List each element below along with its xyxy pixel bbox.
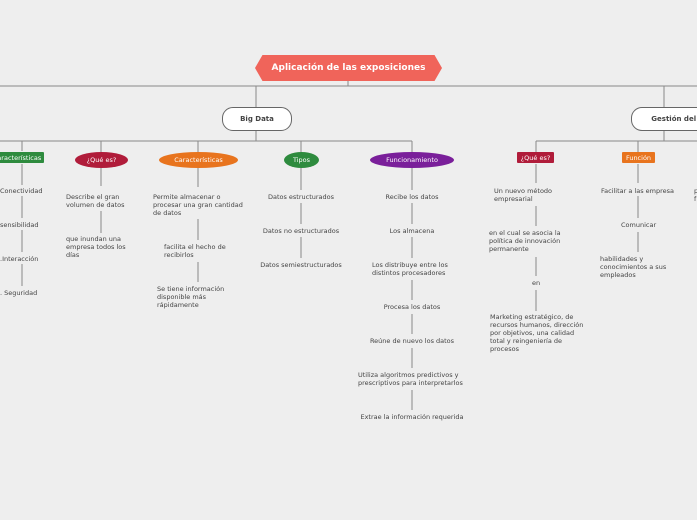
topic[interactable]: Datos estructurados bbox=[267, 193, 335, 201]
root-label: Aplicación de las exposiciones bbox=[271, 63, 426, 73]
topic[interactable]: Marketing estratégico, de recursos human… bbox=[490, 313, 584, 353]
topic[interactable]: Extrae la información requerida bbox=[360, 413, 464, 421]
topic[interactable]: Facilitar a las empresa bbox=[601, 187, 675, 195]
big-data-label: Big Data bbox=[240, 115, 274, 123]
topic[interactable]: Utiliza algoritmos predictivos y prescri… bbox=[358, 371, 463, 387]
topic[interactable]: Comunicar bbox=[621, 221, 657, 229]
node-label: Función bbox=[625, 153, 652, 162]
node-label: Características bbox=[174, 156, 223, 164]
funcion-node[interactable]: Función bbox=[622, 152, 655, 163]
gestion-que-es-node[interactable]: ¿Qué es? bbox=[517, 152, 554, 163]
node-label: ¿Qué es? bbox=[86, 156, 117, 164]
topic[interactable]: en bbox=[532, 279, 541, 287]
topic[interactable]: que inundan una empresa todos los días bbox=[66, 235, 126, 259]
topic[interactable]: Recibe los datos bbox=[385, 193, 439, 201]
topic[interactable]: Se tiene información disponible más rápi… bbox=[157, 285, 225, 309]
caracteristicas-node[interactable]: Características bbox=[159, 152, 238, 168]
topic[interactable]: Procesa los datos bbox=[383, 303, 441, 311]
topic[interactable]: Reúne de nuevo los datos bbox=[369, 337, 455, 345]
tipos-node[interactable]: Tipos bbox=[284, 152, 319, 168]
topic[interactable]: en el cual se asocia la política de inno… bbox=[489, 229, 561, 253]
topic-partial[interactable]: p f bbox=[694, 187, 697, 203]
gestion-node[interactable]: Gestión del c bbox=[631, 107, 697, 131]
topic[interactable]: Los distribuye entre los distintos proce… bbox=[372, 261, 448, 277]
gestion-label: Gestión del c bbox=[651, 115, 697, 123]
que-es-node[interactable]: ¿Qué es? bbox=[75, 152, 128, 168]
root-node[interactable]: Aplicación de las exposiciones bbox=[255, 55, 442, 81]
topic[interactable]: Permite almacenar o procesar una gran ca… bbox=[153, 193, 243, 217]
topic[interactable]: . Seguridad bbox=[0, 289, 38, 297]
node-label: Funcionamiento bbox=[386, 156, 438, 164]
topic[interactable]: Conectividad bbox=[0, 187, 43, 195]
topic[interactable]: Los almacena bbox=[389, 227, 435, 235]
node-label: Tipos bbox=[292, 156, 311, 164]
topic[interactable]: habilidades y conocimientos a sus emplea… bbox=[600, 255, 667, 279]
topic[interactable]: Un nuevo método empresarial bbox=[494, 187, 553, 203]
topic[interactable]: Describe el gran volumen de datos bbox=[66, 193, 125, 209]
topic[interactable]: Datos semiestructurados bbox=[260, 261, 342, 269]
big-data-node[interactable]: Big Data bbox=[222, 107, 292, 131]
caracteristicas-left-node[interactable]: Características bbox=[0, 152, 44, 163]
funcionamiento-node[interactable]: Funcionamiento bbox=[370, 152, 454, 168]
topic[interactable]: .Interacción bbox=[0, 255, 39, 263]
node-label: Características bbox=[0, 153, 42, 162]
topic[interactable]: facilita el hecho de recibirlos bbox=[164, 243, 226, 259]
topic[interactable]: sensibilidad bbox=[0, 221, 39, 229]
topic[interactable]: Datos no estructurados bbox=[262, 227, 340, 235]
node-label: ¿Qué es? bbox=[520, 153, 551, 162]
